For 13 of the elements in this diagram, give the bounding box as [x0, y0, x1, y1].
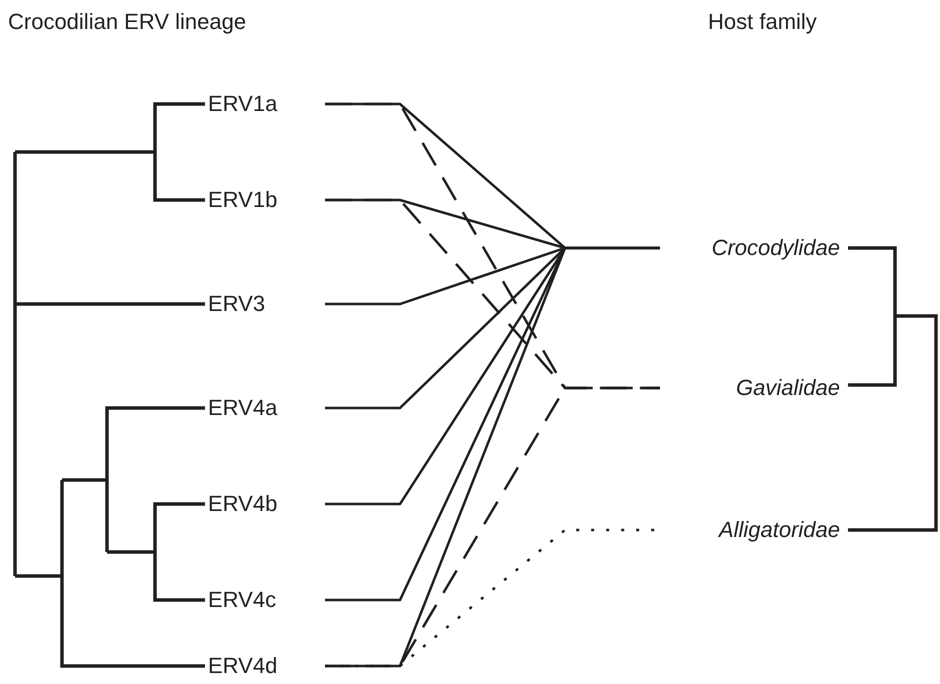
host-family-label: Crocodylidae	[665, 234, 840, 262]
column-heading: Crocodilian ERV lineage	[8, 8, 246, 36]
lineage-label: ERV4c	[208, 586, 320, 614]
association-line	[325, 386, 660, 668]
column-heading: Host family	[708, 8, 817, 36]
lineage-label: ERV4a	[208, 394, 320, 422]
lineage-label: ERV4d	[208, 652, 320, 680]
lineage-label: ERV3	[208, 290, 320, 318]
lineage-label: ERV1b	[208, 186, 320, 214]
host-family-label: Alligatoridae	[665, 516, 840, 544]
lineage-label: ERV1a	[208, 90, 320, 118]
lineage-label: ERV4b	[208, 490, 320, 518]
host-family-label: Gavialidae	[665, 374, 840, 402]
